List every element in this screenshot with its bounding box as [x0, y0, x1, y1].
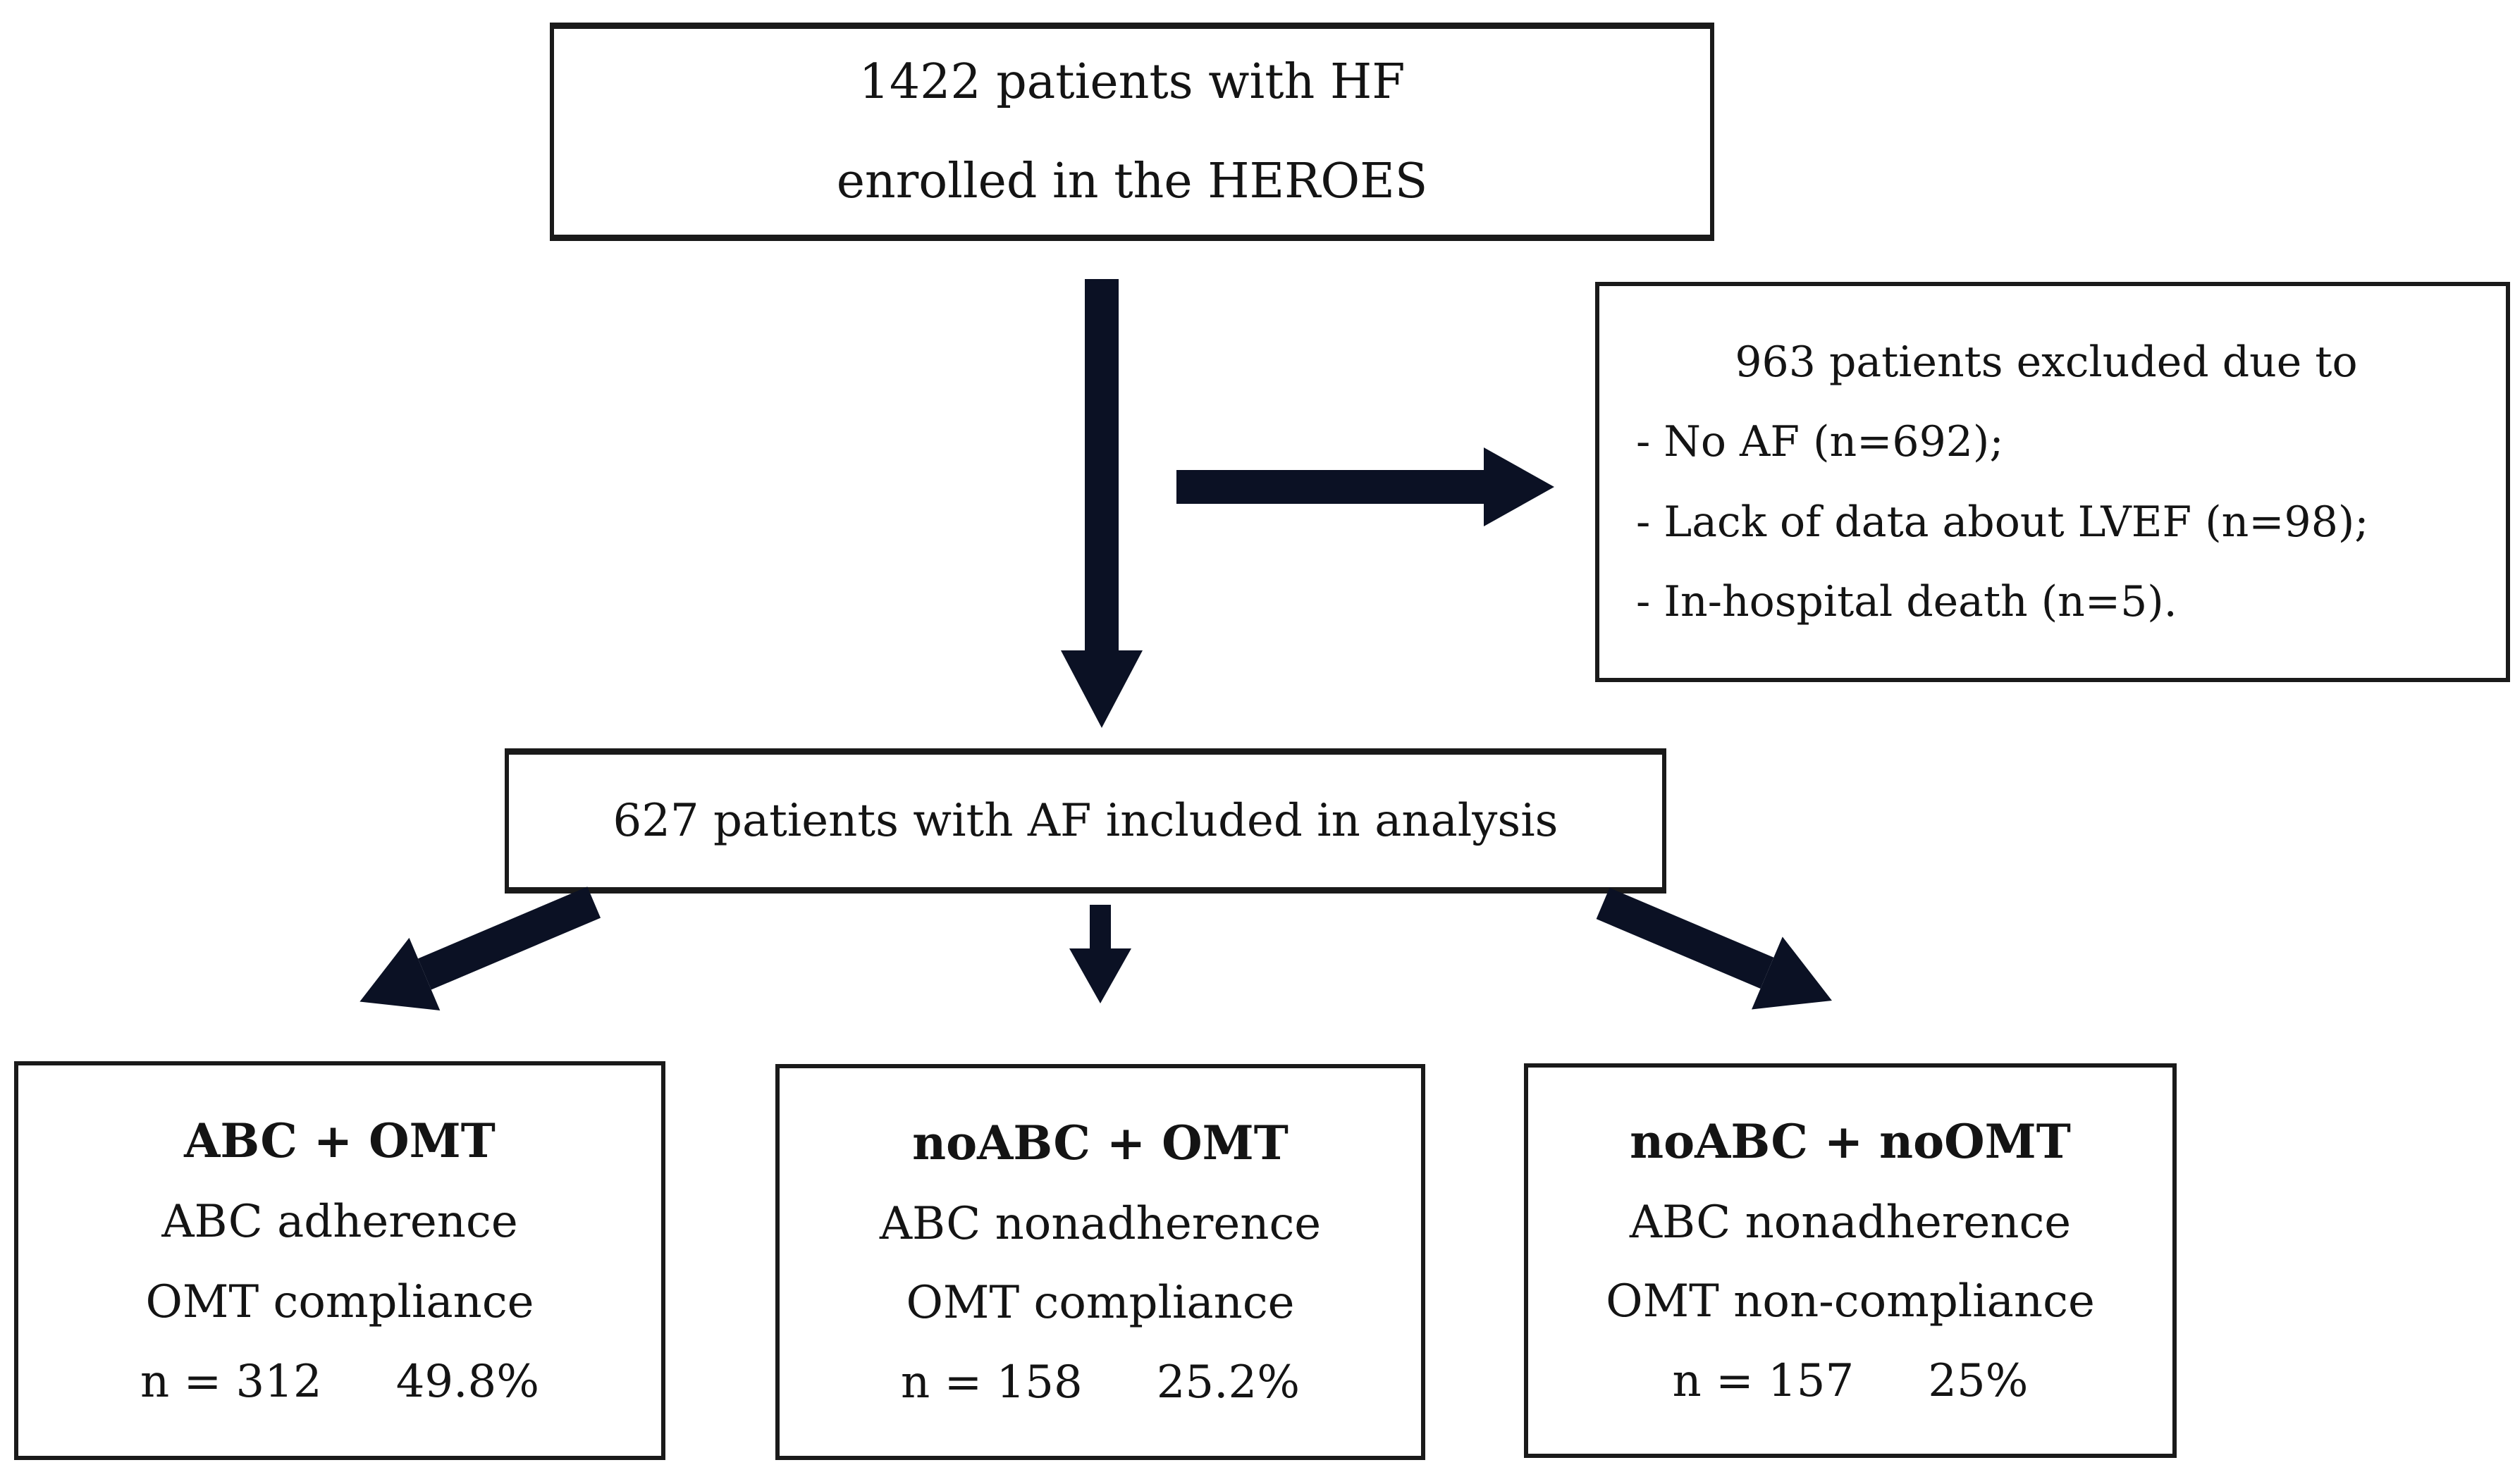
- enrolled-line-2: enrolled in the HEROES: [836, 154, 1428, 209]
- group-adherence-line: ABC adherence: [161, 1196, 518, 1249]
- group-title: noABC + OMT: [912, 1115, 1289, 1170]
- group-percent-value: 25%: [1928, 1354, 2029, 1407]
- arrow-head: [1484, 447, 1554, 526]
- group-adherence-line: ABC nonadherence: [879, 1197, 1322, 1250]
- group-title: noABC + noOMT: [1630, 1114, 2071, 1170]
- group-adherence-line: ABC nonadherence: [1629, 1196, 2072, 1249]
- enrolled-line-1: 1422 patients with HF: [859, 54, 1406, 110]
- arrow-head: [344, 937, 441, 1039]
- arrow-head: [1061, 650, 1143, 728]
- excluded-bullet-no-af: - No AF (n=692);: [1636, 417, 2004, 467]
- box-group-noabc-noomt: noABC + noOMT ABC nonadherence OMT non-c…: [1524, 1063, 2177, 1458]
- group-n-value: n = 312: [140, 1356, 322, 1409]
- arrow-head: [1069, 948, 1131, 1003]
- group-stats: n = 158 25.2%: [901, 1356, 1300, 1409]
- group-compliance-line: OMT compliance: [145, 1275, 534, 1328]
- box-included: 627 patients with AF included in analysi…: [505, 748, 1666, 894]
- arrow-enrolled-to-included: [1059, 279, 1144, 728]
- included-text: 627 patients with AF included in analysi…: [613, 795, 1558, 847]
- group-n-value: n = 158: [901, 1356, 1083, 1409]
- excluded-bullet-death: - In-hospital death (n=5).: [1636, 576, 2177, 626]
- arrow-shaft: [418, 886, 601, 990]
- arrow-shaft: [1090, 905, 1111, 948]
- group-title: ABC + OMT: [184, 1113, 496, 1168]
- arrow-to-excluded: [1176, 447, 1554, 526]
- arrow-to-group-abc-omt: [344, 866, 609, 1039]
- excluded-bullet-lvef: - Lack of data about LVEF (n=98);: [1636, 497, 2369, 547]
- group-n-value: n = 157: [1672, 1354, 1855, 1407]
- box-enrolled: 1422 patients with HF enrolled in the HE…: [550, 23, 1714, 241]
- arrow-shaft: [1176, 470, 1484, 504]
- box-group-noabc-omt: noABC + OMT ABC nonadherence OMT complia…: [775, 1064, 1425, 1460]
- group-compliance-line: OMT non-compliance: [1606, 1275, 2095, 1328]
- arrow-shaft: [1085, 279, 1119, 650]
- excluded-header: 963 patients excluded due to: [1735, 338, 2358, 388]
- group-stats: n = 312 49.8%: [140, 1356, 539, 1408]
- box-group-abc-omt: ABC + OMT ABC adherence OMT compliance n…: [14, 1061, 665, 1460]
- arrow-head: [1752, 936, 1847, 1037]
- group-compliance-line: OMT compliance: [906, 1277, 1295, 1330]
- box-excluded: 963 patients excluded due to - No AF (n=…: [1595, 282, 2510, 682]
- group-stats: n = 157 25%: [1673, 1355, 2029, 1407]
- arrow-to-group-noabc-noomt: [1587, 867, 1847, 1037]
- group-percent-value: 25.2%: [1156, 1356, 1300, 1409]
- group-percent-value: 49.8%: [395, 1356, 539, 1409]
- arrow-shaft: [1596, 887, 1774, 989]
- arrow-to-group-noabc-omt: [1066, 905, 1134, 1003]
